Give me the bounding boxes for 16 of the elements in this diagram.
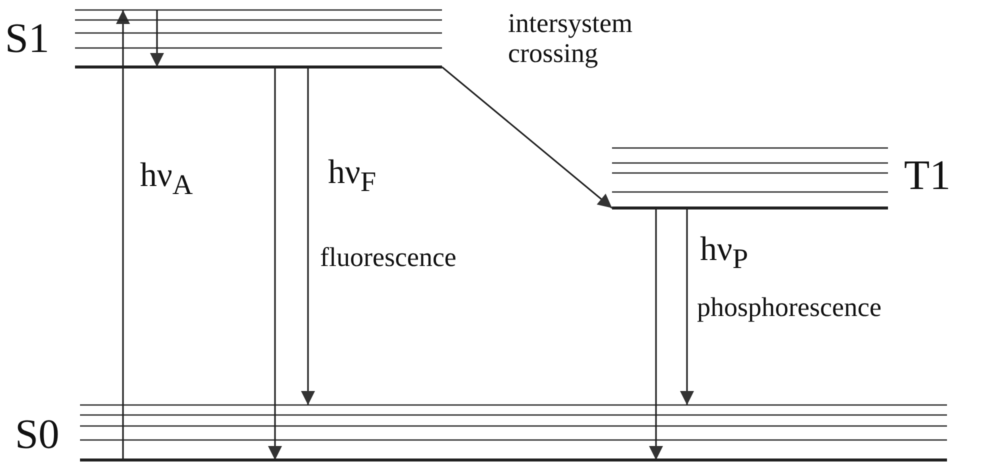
edge-label: hν$_{F}$ [328, 155, 376, 200]
arrow [268, 67, 282, 460]
process-label: fluorescence [320, 242, 456, 272]
edge-label: hν$_{A}$ [140, 158, 193, 203]
state-label: S1 [5, 18, 50, 60]
state-label: T1 [904, 155, 951, 197]
state-label: S0 [15, 414, 60, 456]
arrow [150, 10, 164, 67]
edge-label: intersystem crossing [508, 8, 634, 68]
arrow [680, 208, 694, 405]
arrow [441, 66, 613, 209]
process-label: phosphorescence [697, 292, 882, 322]
arrow [649, 208, 663, 460]
edge-label: hν$_{P}$ [700, 232, 748, 277]
arrow [301, 67, 315, 405]
arrow [116, 10, 130, 460]
